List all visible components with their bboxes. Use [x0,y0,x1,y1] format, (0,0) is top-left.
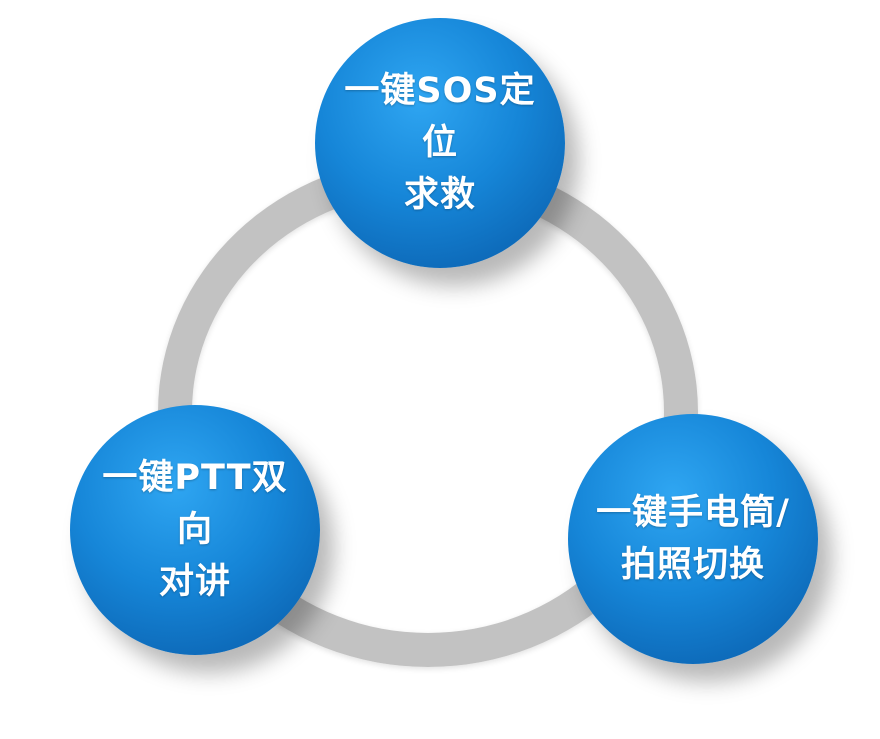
node-sos-location-label: 一键SOS定位 求救 [344,71,536,215]
node-flashlight-camera: 一键手电筒/ 拍照切换 [568,414,818,664]
node-ptt-intercom-label: 一键PTT双向 对讲 [102,458,288,602]
node-flashlight-camera-label: 一键手电筒/ 拍照切换 [596,493,790,585]
node-ptt-intercom: 一键PTT双向 对讲 [70,405,320,655]
node-sos-location: 一键SOS定位 求救 [315,18,565,268]
